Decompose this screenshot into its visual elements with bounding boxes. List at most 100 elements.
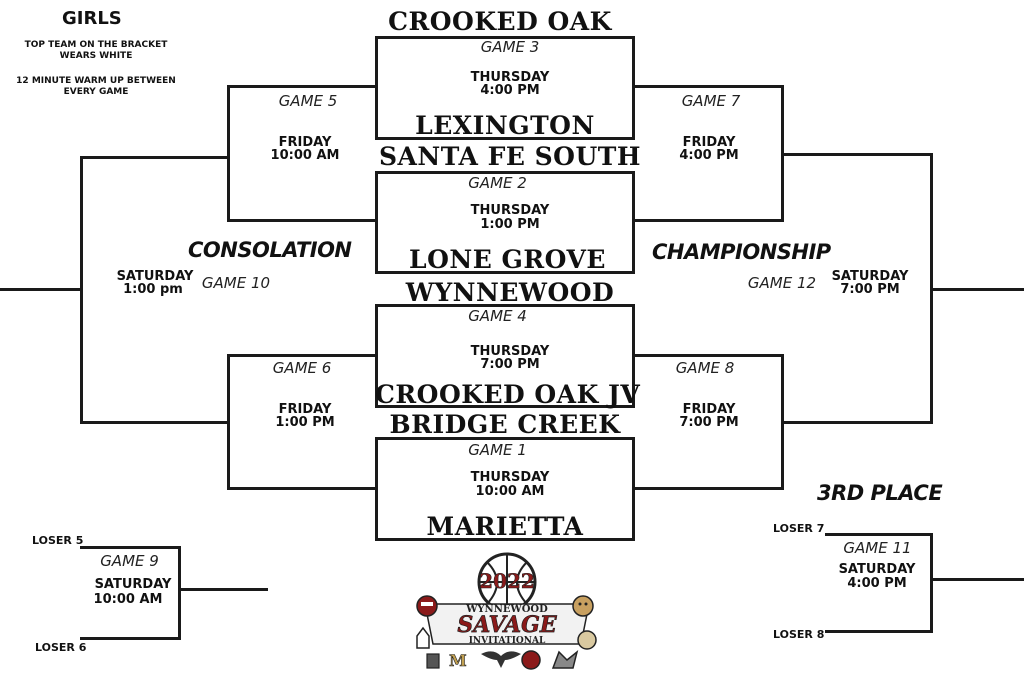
logo-year: 2022 <box>479 569 535 593</box>
game-7-label: GAME 7 <box>681 92 741 110</box>
game-5-time: 10:00 AM <box>270 148 340 163</box>
game-5-top-line <box>227 85 375 88</box>
loser-5-label: LOSER 5 <box>32 534 84 547</box>
game-5-day: FRIDAY <box>278 135 332 150</box>
game-11-label: GAME 11 <box>843 539 912 557</box>
third-place-label: 3RD PLACE <box>817 481 943 505</box>
game-12-label: GAME 12 <box>747 274 817 292</box>
game-8-day: FRIDAY <box>682 402 736 417</box>
game-12-day: SATURDAY <box>831 269 909 284</box>
game-4-box <box>375 304 635 408</box>
game-11-top-line <box>825 533 932 536</box>
game-7-time: 4:00 PM <box>679 148 739 163</box>
team-bridge-creek: BRIDGE CREEK <box>389 410 621 439</box>
game-9-label: GAME 9 <box>100 552 159 570</box>
game-3-box <box>375 36 635 140</box>
game-9-top-line <box>80 546 180 549</box>
game-12-top-line <box>784 153 932 156</box>
game-7-bottom-line <box>635 219 783 222</box>
game-4-time: 7:00 PM <box>480 357 540 372</box>
game-1-box <box>375 437 635 541</box>
team-crooked-oak-jv: CROOKED OAK JV <box>375 380 641 409</box>
game-1-label: GAME 1 <box>468 441 527 459</box>
basketball-icon <box>477 552 537 612</box>
game-1-time: 10:00 AM <box>475 484 545 499</box>
game-7-top-line <box>635 85 783 88</box>
warmup-note: 12 MINUTE WARM UP BETWEEN EVERY GAME <box>16 76 176 97</box>
game-5-bottom-line <box>227 219 375 222</box>
bracket-title: GIRLS <box>62 8 122 29</box>
cat-mascot-icon <box>416 626 430 649</box>
knight-mascot-icon <box>426 653 440 669</box>
game-11-day: SATURDAY <box>838 562 916 577</box>
game-5-label: GAME 5 <box>278 92 338 110</box>
championship-label: CHAMPIONSHIP <box>652 240 831 264</box>
game-8-label: GAME 8 <box>675 359 735 377</box>
game-6-top-line <box>227 354 375 357</box>
loser-8-label: LOSER 8 <box>773 628 825 641</box>
consolation-label: CONSOLATION <box>188 238 352 262</box>
team-lexington: LEXINGTON <box>415 111 595 140</box>
game-10-day: SATURDAY <box>116 269 194 284</box>
uniform-note: TOP TEAM ON THE BRACKET WEARS WHITE <box>24 40 168 61</box>
letter-m-mascot-icon: M <box>449 651 467 671</box>
game-8-side-line <box>781 354 784 490</box>
game-2-box <box>375 171 635 274</box>
game-11-side-line <box>930 533 933 633</box>
game-6-side-line <box>227 354 230 490</box>
loser-7-label: LOSER 7 <box>773 522 825 535</box>
game-2-day: THURSDAY <box>470 203 550 218</box>
game-4-label: GAME 4 <box>468 307 527 325</box>
game-6-time: 1:00 PM <box>275 415 335 430</box>
game-12-bottom-line <box>784 421 932 424</box>
game-10-label: GAME 10 <box>201 274 271 292</box>
game-7-day: FRIDAY <box>682 135 736 150</box>
bulldog-mascot-icon <box>521 650 541 670</box>
game-5-side-line <box>227 85 230 222</box>
game-6-day: FRIDAY <box>278 402 332 417</box>
champion-line <box>932 288 1024 291</box>
game-8-time: 7:00 PM <box>679 415 739 430</box>
game-3-time: 4:00 PM <box>480 83 540 98</box>
team-lone-grove: LONE GROVE <box>409 245 606 274</box>
game-9-side-line <box>178 546 181 640</box>
wolf-mascot-icon <box>551 650 579 669</box>
game-9-winner-line <box>180 588 268 591</box>
game-7-side-line <box>781 85 784 222</box>
game-8-top-line <box>635 354 783 357</box>
game-9-time: 10:00 AM <box>93 592 163 607</box>
game-12-side-line <box>930 153 933 424</box>
loser-6-label: LOSER 6 <box>35 641 87 654</box>
game-11-bottom-line <box>825 630 932 633</box>
team-crooked-oak: CROOKED OAK <box>388 7 612 36</box>
game-4-day: THURSDAY <box>470 344 550 359</box>
game-9-day: SATURDAY <box>94 577 172 592</box>
longhorn-mascot-icon <box>481 651 521 668</box>
team-wynnewood: WYNNEWOOD <box>405 278 615 307</box>
lion-mascot-icon <box>577 630 597 650</box>
team-marietta: MARIETTA <box>426 512 584 541</box>
tournament-logo: 2022 WYNNEWOOD SAVAGE INVITATIONAL M <box>416 552 597 671</box>
team-santa-fe-south: SANTA FE SOUTH <box>378 142 641 171</box>
game-10-bottom-line <box>80 421 227 424</box>
logo-line3: INVITATIONAL <box>469 636 546 646</box>
game-6-label: GAME 6 <box>272 359 332 377</box>
logo-line1: WYNNEWOOD <box>465 604 548 615</box>
game-9-bottom-line <box>80 637 180 640</box>
game-10-time: 1:00 pm <box>123 282 183 297</box>
svg-text:M: M <box>449 651 467 670</box>
game-12-time: 7:00 PM <box>840 282 900 297</box>
game-8-bottom-line <box>635 487 783 490</box>
game-6-bottom-line <box>227 487 375 490</box>
logo-line2: SAVAGE <box>457 612 558 638</box>
game-3-day: THURSDAY <box>470 70 550 85</box>
game-3-label: GAME 3 <box>480 38 540 56</box>
helmet-mascot-icon <box>416 595 438 617</box>
game-1-day: THURSDAY <box>470 470 550 485</box>
third-place-winner-line <box>932 578 1024 581</box>
game-11-time: 4:00 PM <box>847 576 907 591</box>
game-2-time: 1:00 PM <box>480 217 540 232</box>
game-10-top-line <box>80 156 227 159</box>
consolation-winner-line <box>0 288 82 291</box>
